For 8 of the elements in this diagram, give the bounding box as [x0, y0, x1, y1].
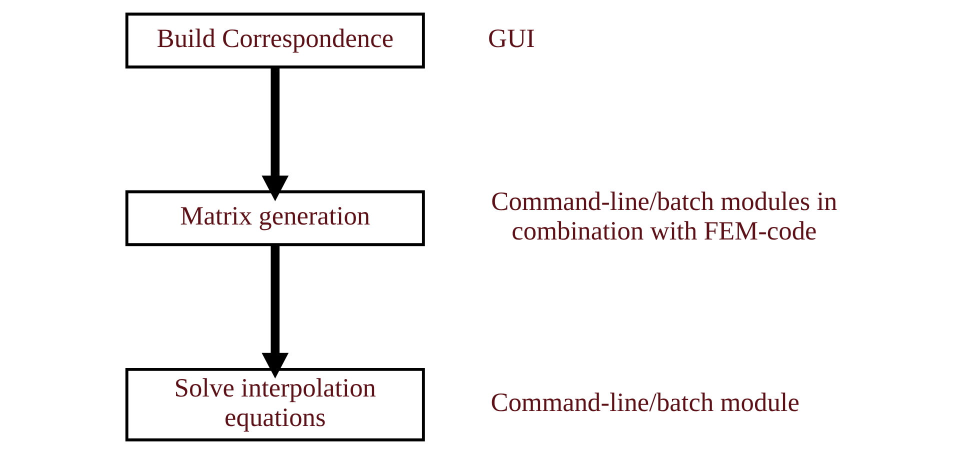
node-label: Command-line/batch modules in combination with FEM-code — [491, 186, 838, 246]
arrow — [262, 67, 289, 202]
arrow — [262, 244, 289, 378]
node-box: Solve interpolation equations — [125, 368, 425, 442]
node-box: Matrix generation — [125, 190, 425, 246]
node-label: Command-line/batch module — [490, 387, 800, 418]
node-label: GUI — [488, 23, 535, 54]
node-box: Build Correspondence — [125, 12, 425, 68]
